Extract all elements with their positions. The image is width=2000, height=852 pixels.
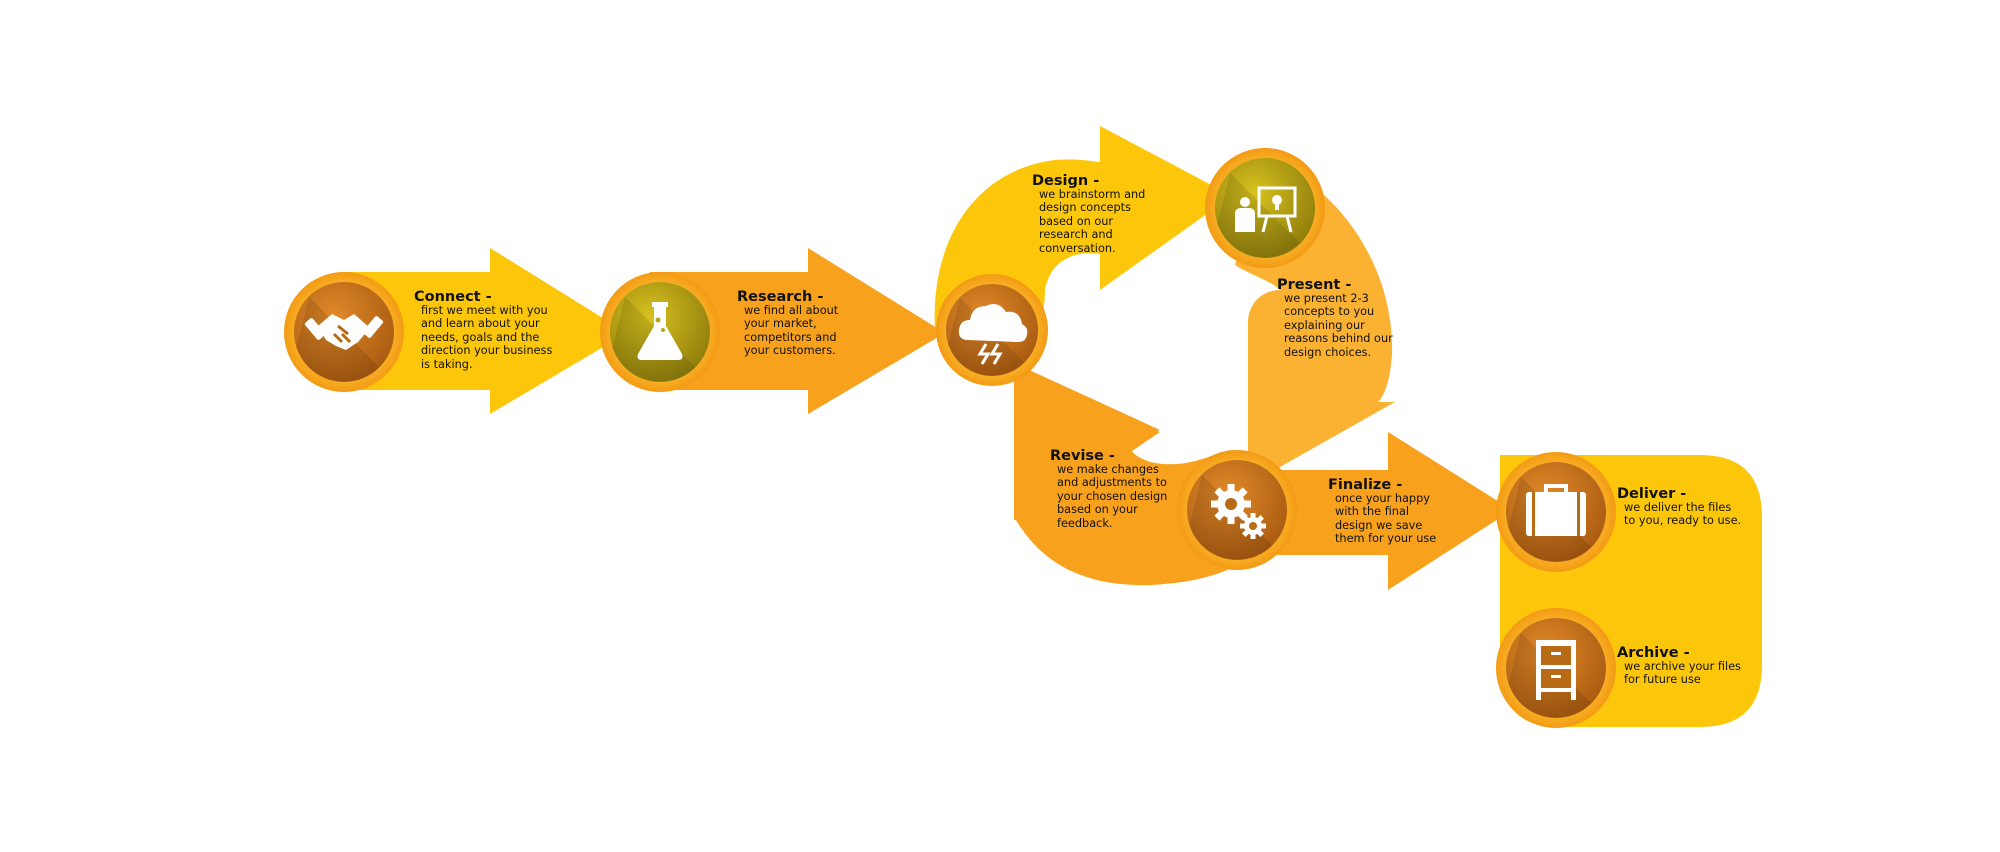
desc-line: we present 2-3 bbox=[1284, 292, 1369, 305]
step-revise: Revise - we make changes and adjustments… bbox=[1050, 448, 1167, 530]
desc-line: is taking. bbox=[421, 357, 473, 371]
desc-line: feedback. bbox=[1057, 516, 1113, 530]
archive-icon-disc bbox=[1496, 608, 1616, 728]
step-title: Design - bbox=[1032, 173, 1100, 189]
desc-line: direction your business bbox=[421, 344, 553, 358]
step-title: Deliver - bbox=[1617, 486, 1687, 502]
desc-line: we find all about bbox=[744, 304, 839, 317]
desc-line: we archive your files bbox=[1624, 660, 1741, 673]
research-arrow bbox=[650, 248, 945, 414]
desc-line: conversation. bbox=[1039, 241, 1116, 255]
step-design: Design - we brainstorm and design concep… bbox=[1032, 173, 1145, 255]
desc-line: with the final bbox=[1335, 505, 1410, 519]
step-connect: Connect - first we meet with you and lea… bbox=[414, 289, 552, 371]
desc-line: reasons behind our bbox=[1284, 332, 1393, 346]
step-description: once your happy with the final design we… bbox=[1335, 492, 1436, 546]
step-description: we make changes and adjustments to your … bbox=[1057, 463, 1167, 530]
step-description: we brainstorm and design concepts based … bbox=[1039, 188, 1145, 255]
step-archive: Archive - we archive your files for futu… bbox=[1617, 645, 1741, 687]
briefcase-icon bbox=[1526, 484, 1586, 536]
connect-icon-disc bbox=[284, 272, 404, 392]
step-title: Present - bbox=[1277, 277, 1352, 293]
desc-line: first we meet with you bbox=[421, 304, 548, 317]
step-deliver: Deliver - we deliver the files to you, r… bbox=[1617, 486, 1741, 528]
desc-line: and adjustments to bbox=[1057, 476, 1167, 490]
step-title: Research - bbox=[737, 289, 824, 305]
desc-line: them for your use bbox=[1335, 532, 1437, 546]
desc-line: to you, ready to use. bbox=[1624, 514, 1742, 528]
finalize-arrow bbox=[1240, 432, 1512, 590]
desc-line: for future use bbox=[1624, 673, 1701, 687]
desc-line: competitors and bbox=[744, 330, 837, 344]
design-icon-disc bbox=[936, 274, 1048, 386]
icon-disc bbox=[1215, 158, 1315, 258]
flask-icon bbox=[637, 302, 683, 360]
step-finalize: Finalize - once your happy with the fina… bbox=[1328, 477, 1436, 546]
storm-cloud-icon bbox=[958, 304, 1028, 365]
revise-arrowhead bbox=[1014, 363, 1160, 518]
desc-line: your chosen design bbox=[1057, 489, 1168, 503]
finalize-icon-disc bbox=[1177, 450, 1297, 570]
handshake-icon bbox=[304, 314, 384, 350]
deliver-icon-disc bbox=[1496, 452, 1616, 572]
step-description: we present 2-3 concepts to you explainin… bbox=[1284, 292, 1393, 359]
research-icon-disc bbox=[600, 272, 720, 392]
desc-line: we make changes bbox=[1057, 463, 1159, 476]
step-title: Finalize - bbox=[1328, 477, 1403, 493]
desc-line: design we save bbox=[1335, 518, 1423, 532]
step-title: Revise - bbox=[1050, 448, 1115, 464]
desc-line: based on your bbox=[1057, 503, 1138, 517]
desc-line: explaining our bbox=[1284, 318, 1365, 332]
step-present: Present - we present 2-3 concepts to you… bbox=[1277, 277, 1393, 359]
desc-line: design choices. bbox=[1284, 345, 1372, 359]
step-research: Research - we find all about your market… bbox=[737, 289, 838, 358]
desc-line: and learn about your bbox=[421, 317, 540, 331]
presentation-icon bbox=[1235, 186, 1297, 233]
desc-line: concepts to you bbox=[1284, 305, 1375, 319]
desc-line: design concepts bbox=[1039, 201, 1131, 215]
desc-line: we deliver the files bbox=[1624, 501, 1732, 514]
step-title: Connect - bbox=[414, 289, 492, 305]
present-vertical-bar bbox=[1248, 322, 1275, 475]
desc-line: needs, goals and the bbox=[421, 330, 540, 344]
step-description: we archive your files for future use bbox=[1624, 660, 1741, 687]
desc-line: based on our bbox=[1039, 214, 1114, 228]
desc-line: your market, bbox=[744, 317, 817, 331]
step-description: we find all about your market, competito… bbox=[744, 304, 838, 358]
file-cabinet-icon bbox=[1536, 640, 1576, 700]
present-icon-disc bbox=[1205, 148, 1325, 268]
step-title: Archive - bbox=[1617, 645, 1690, 661]
gears-icon bbox=[1211, 484, 1266, 539]
step-description: we deliver the files to you, ready to us… bbox=[1624, 501, 1741, 528]
desc-line: your customers. bbox=[744, 344, 836, 358]
desc-line: we brainstorm and bbox=[1039, 188, 1146, 201]
desc-line: research and bbox=[1039, 228, 1113, 242]
desc-line: once your happy bbox=[1335, 492, 1430, 505]
step-description: first we meet with you and learn about y… bbox=[421, 304, 552, 371]
